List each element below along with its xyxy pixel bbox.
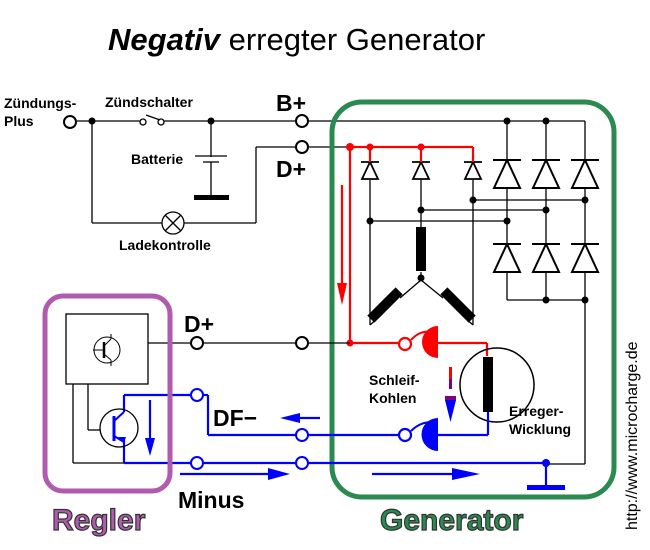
label-erreger-1: Erreger- [509,403,564,419]
junction-dot [207,117,215,125]
arrow-down-red-icon [337,283,347,305]
rectifier-bridge [369,121,586,465]
label-ladekontrolle: Ladekontrolle [119,237,211,253]
external-circuit [77,114,585,235]
label-zuendungs-plus-2: Plus [4,113,34,129]
excitation-minus-path [122,393,548,486]
label-zuendungs-plus-1: Zündungs- [4,95,77,111]
arrow-left-blue-icon [280,413,300,423]
label-generator: Generator [380,504,524,537]
current-arrow-transition-icon [445,367,456,422]
excitation-plus-path [340,145,489,356]
terminal-zuendungs-plus[interactable] [63,115,77,129]
power-diodes [492,157,600,273]
label-erreger-2: Wicklung [509,421,571,437]
arrow-right-blue-icon [268,468,290,480]
brush-plus-icon [397,326,438,358]
terminal-df-regler[interactable] [190,388,204,402]
charge-lamp-icon [161,211,185,235]
diagram-title: Negativ erregter Generator [108,22,485,57]
website-url[interactable]: http://www.microcharge.de [624,341,641,530]
diode-icon [570,241,600,273]
terminal-b-plus[interactable] [295,114,309,128]
label-minus: Minus [178,487,244,513]
label-schleif-kohlen-2: Kohlen [369,390,416,406]
terminal-d-plus-top[interactable] [295,140,309,154]
red-junctions [346,143,425,347]
diode-icon [360,159,380,180]
label-df-minus: DF− [213,405,257,431]
terminal-d-plus-regler[interactable] [190,336,204,350]
junction-dot [88,117,96,125]
winding-icon [367,287,403,323]
label-d-plus-top: D+ [276,156,306,182]
diode-icon [531,157,561,189]
label-schleif-kohlen-1: Schleif- [369,372,420,388]
regler-box [42,293,173,494]
label-zuendschalter: Zündschalter [105,94,193,110]
terminal-minus-regler[interactable] [190,456,204,470]
terminal-d-plus-generator[interactable] [295,336,309,350]
ignition-switch [139,114,165,126]
battery-symbol [194,121,229,200]
terminal-df-generator[interactable] [295,428,309,442]
exciter-winding [459,347,535,423]
label-b-plus: B+ [276,90,306,116]
generator-box [329,99,617,500]
label-batterie: Batterie [131,151,183,167]
label-d-plus-regler: D+ [184,311,214,337]
diode-icon [531,241,561,273]
terminal-minus-generator[interactable] [295,456,309,470]
stator-windings [367,227,476,323]
regler-internals [65,313,149,464]
control-transistor-icon [93,334,121,366]
label-regler: Regler [52,504,146,537]
diode-icon [411,159,431,180]
junction-dot [542,459,550,467]
ground-symbol-icon [527,485,565,490]
arrow-right-blue-icon [452,468,480,480]
diode-icon [570,157,600,189]
exciter-diodes [360,159,483,180]
diode-icon [492,157,522,189]
generator-junctions [366,117,589,304]
diode-icon [463,159,483,180]
winding-icon [416,227,426,271]
brush-minus-icon [397,418,438,451]
arrow-down-blue-icon [145,438,155,456]
diode-icon [492,241,522,273]
power-transistor-icon [99,408,139,448]
winding-icon [440,287,476,323]
